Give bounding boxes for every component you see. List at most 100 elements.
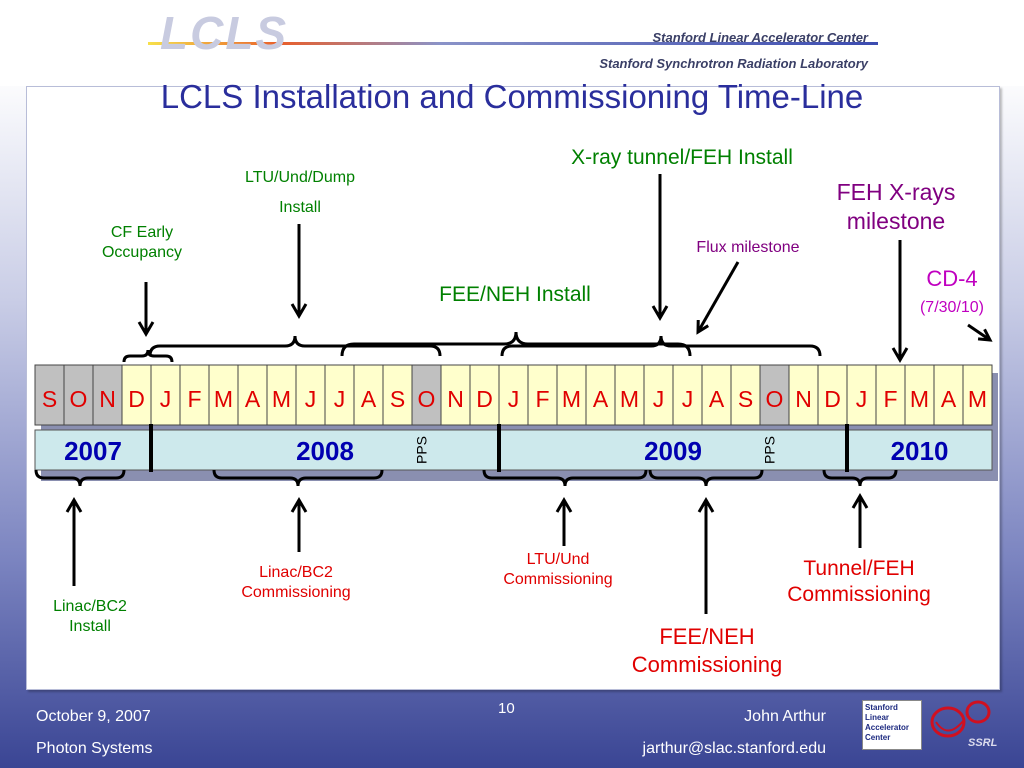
month-label: A bbox=[361, 386, 377, 412]
month-label: O bbox=[70, 386, 88, 412]
month-cell bbox=[353, 364, 384, 426]
month-label: F bbox=[187, 386, 201, 412]
month-cell bbox=[34, 364, 65, 426]
xray-tunnel-brace bbox=[500, 335, 822, 357]
ssrl-logo: SSRL bbox=[930, 700, 998, 749]
ltu-und-commissioning-label: LTU/Und Commissioning bbox=[503, 551, 613, 588]
month-label: O bbox=[766, 386, 784, 412]
fee-comm-brace bbox=[648, 469, 764, 487]
year-label: 2007 bbox=[64, 436, 122, 466]
year-label: 2008 bbox=[296, 436, 354, 466]
year-label: 2010 bbox=[891, 436, 949, 466]
ltu-und-dump-label: LTU/Und/Dump bbox=[245, 169, 355, 186]
month-cell bbox=[63, 364, 94, 426]
ltu-install-brace bbox=[148, 335, 442, 357]
linac-comm-arrow-head bbox=[290, 497, 308, 513]
month-label: D bbox=[128, 386, 145, 412]
month-cell bbox=[121, 364, 152, 426]
month-label: A bbox=[709, 386, 725, 412]
cd4-label: CD-4 bbox=[926, 266, 978, 291]
month-cell bbox=[875, 364, 906, 426]
tunnel-comm-arrow-head bbox=[851, 493, 869, 509]
month-label: N bbox=[99, 386, 116, 412]
month-label: A bbox=[245, 386, 261, 412]
svg-text:SSRL: SSRL bbox=[968, 737, 998, 749]
month-cell bbox=[730, 364, 761, 426]
month-label: M bbox=[910, 386, 929, 412]
month-cell bbox=[411, 364, 442, 426]
month-label: O bbox=[418, 386, 436, 412]
month-label: N bbox=[447, 386, 464, 412]
month-cell bbox=[179, 364, 210, 426]
flux-arrow-head bbox=[696, 319, 710, 335]
cd4-arrow bbox=[967, 323, 991, 342]
linac-install-arrow-head bbox=[65, 497, 83, 513]
lcls-logo: LCLS bbox=[160, 7, 289, 59]
cd4-date-label: (7/30/10) bbox=[919, 299, 985, 316]
month-label: M bbox=[214, 386, 233, 412]
pps-label: PPS bbox=[762, 436, 778, 464]
month-label: J bbox=[305, 386, 317, 412]
pps-label: PPS bbox=[414, 436, 430, 464]
month-label: J bbox=[682, 386, 694, 412]
linac-bc2-commissioning-label: Linac/BC2 Commissioning bbox=[241, 564, 351, 601]
linac-comm-brace bbox=[212, 469, 384, 487]
month-label: N bbox=[795, 386, 812, 412]
month-cell bbox=[643, 364, 674, 426]
month-cell bbox=[382, 364, 413, 426]
month-label: M bbox=[968, 386, 987, 412]
month-cell bbox=[469, 364, 500, 426]
month-label: S bbox=[42, 386, 57, 412]
month-cell bbox=[498, 364, 529, 426]
month-label: J bbox=[334, 386, 346, 412]
month-label: J bbox=[653, 386, 665, 412]
month-cell bbox=[788, 364, 819, 426]
month-label: F bbox=[883, 386, 897, 412]
month-label: A bbox=[593, 386, 609, 412]
flux-arrow bbox=[696, 261, 740, 333]
cf-early-occupancy-label: CF Early Occupancy bbox=[101, 224, 183, 261]
xray-tunnel-feh-install-label: X-ray tunnel/FEH Install bbox=[571, 146, 793, 169]
feh-xrays-milestone-label: FEH X-rays milestone bbox=[836, 179, 956, 234]
page-number: 10 bbox=[498, 700, 515, 717]
month-cell bbox=[933, 364, 964, 426]
month-label: D bbox=[476, 386, 493, 412]
month-cell bbox=[527, 364, 558, 426]
tunnel-feh-commissioning-label: Tunnel/FEH Commissioning bbox=[787, 557, 931, 607]
month-label: M bbox=[620, 386, 639, 412]
month-label: J bbox=[856, 386, 868, 412]
month-cell bbox=[295, 364, 326, 426]
fee-neh-install-label: FEE/NEH Install bbox=[439, 283, 591, 306]
slac-org-name: Stanford Linear Accelerator Center bbox=[652, 30, 868, 45]
footer-author: John Arthur bbox=[744, 708, 826, 725]
month-label: A bbox=[941, 386, 957, 412]
footer-department: Photon Systems bbox=[36, 740, 153, 757]
year-bar bbox=[34, 429, 993, 471]
tunnel-comm-brace bbox=[822, 469, 898, 487]
fee-comm-arrow-head bbox=[697, 497, 715, 513]
ltu-comm-brace bbox=[482, 469, 648, 487]
month-cell bbox=[208, 364, 239, 426]
linac-bc2-install-label: Linac/BC2 Install bbox=[53, 598, 127, 635]
month-cell bbox=[701, 364, 732, 426]
ltu-install-label: Install bbox=[279, 199, 321, 216]
month-cell bbox=[92, 364, 123, 426]
month-label: S bbox=[738, 386, 753, 412]
flux-milestone-label: Flux milestone bbox=[696, 239, 800, 256]
month-label: F bbox=[535, 386, 549, 412]
ltu-install-arrow-head bbox=[290, 303, 308, 319]
month-cell bbox=[672, 364, 703, 426]
month-cell bbox=[614, 364, 645, 426]
slac-logo: Stanford Linear Accelerator Center bbox=[862, 700, 922, 750]
month-label: J bbox=[508, 386, 520, 412]
month-label: D bbox=[824, 386, 841, 412]
cd4-arrow-head bbox=[977, 328, 993, 342]
logo-rule bbox=[148, 42, 878, 45]
fee-neh-install-brace bbox=[340, 331, 692, 357]
month-cell bbox=[759, 364, 790, 426]
linac-install-brace bbox=[34, 469, 126, 487]
month-label: M bbox=[562, 386, 581, 412]
month-cell bbox=[962, 364, 993, 426]
footer-email: jarthur@slac.stanford.edu bbox=[642, 740, 826, 757]
